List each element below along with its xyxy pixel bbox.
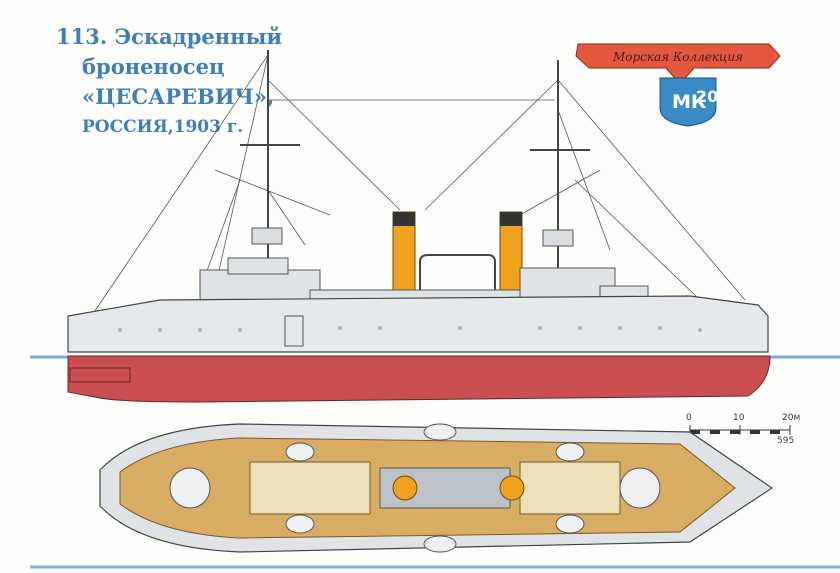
plan-boat	[423, 535, 457, 553]
plan-aft-funnel	[499, 475, 525, 501]
scale-label-20: 20м	[782, 413, 800, 423]
badge-shield	[659, 77, 717, 127]
plan-side-turret	[555, 442, 585, 462]
funnels	[392, 211, 523, 299]
plan-fore-superstructure	[249, 461, 371, 515]
rigging	[81, 54, 746, 331]
hull-underwater	[67, 355, 771, 403]
caption-type: броненосец	[82, 54, 225, 79]
caption-country-year: РОССИЯ,1903 г.	[82, 117, 244, 137]
scale-label-10: 10	[733, 413, 745, 423]
badge-number: 20	[696, 87, 718, 106]
ribbon-text: Морская Коллекция	[612, 50, 743, 64]
scale-bar: 0 10 20м	[686, 413, 800, 435]
portholes	[118, 326, 702, 332]
boat-crane	[419, 254, 496, 298]
main-top	[542, 229, 574, 247]
hull-upper	[67, 295, 769, 353]
magazine-logo: Морская Коллекция МК 20	[575, 43, 781, 127]
plan-aft-superstructure	[519, 461, 621, 515]
plan-side-turret	[555, 514, 585, 534]
scale-label-0: 0	[686, 413, 692, 423]
fore-top	[251, 227, 283, 245]
plan-side-turret	[285, 442, 315, 462]
caption: 113. Эскадренный броненосец «ЦЕСАРЕВИЧ»,…	[56, 22, 282, 142]
badge-letters: МК	[672, 91, 707, 113]
caption-title: 113. Эскадренный	[56, 24, 283, 49]
ribbon-shape	[575, 43, 781, 85]
plan-fore-turret	[169, 467, 211, 509]
plan-boat	[423, 423, 457, 441]
catalog-code: 595	[777, 436, 795, 446]
rudder	[69, 367, 131, 383]
plan-side-turret	[285, 514, 315, 534]
caption-ship-name: «ЦЕСАРЕВИЧ»,	[82, 84, 275, 109]
plan-aft-turret	[619, 467, 661, 509]
plan-view	[99, 423, 774, 553]
gangway-ladder	[284, 315, 304, 347]
plan-fore-funnel	[392, 475, 418, 501]
